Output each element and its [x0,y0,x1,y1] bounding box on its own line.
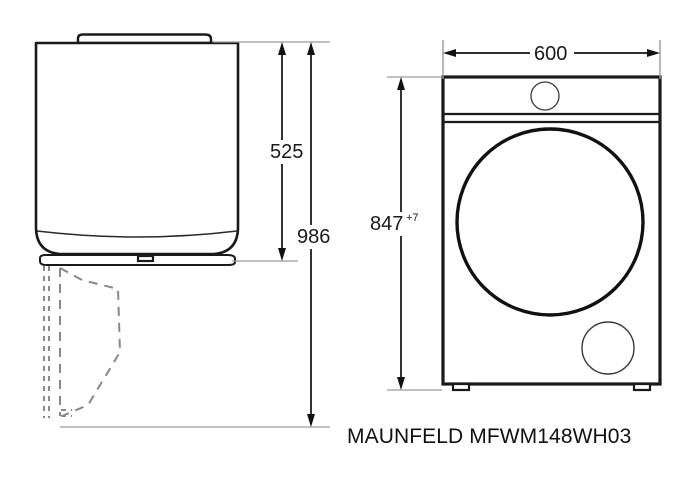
dimension-600: 600 [443,41,660,65]
side-view-skirt-seam [36,230,238,238]
control-panel-knob-icon [530,81,560,111]
front-view-dimensions: 600 847 +7 [368,40,661,391]
dimension-847-arrow-top [397,77,405,90]
drum-door-circle [455,127,645,317]
dimension-847-text-backing [368,212,424,236]
filter-access-cap-circle [581,321,635,375]
dimension-525-arrow-bottom [278,248,286,261]
dimension-847: 847 +7 [368,77,424,390]
dimension-986-text-backing [294,225,334,249]
front-view-group [441,75,662,392]
door-open-hidden-outline [59,267,122,417]
dimension-600-text-backing [530,41,574,65]
dimension-525: 525 [265,42,303,261]
side-view-lid-outline [76,33,213,45]
dimension-986-label: 986 [297,226,330,248]
dimension-847-arrow-bottom [397,377,405,390]
model-name-label: MAUNFELD MFWM148WH03 [347,425,631,448]
dimension-986-arrow-bottom [307,414,315,427]
side-view-group [34,33,240,418]
side-view-body-outline [34,41,240,256]
dimension-986: 986 [294,42,334,427]
dimension-525-label: 525 [270,141,303,163]
dimension-525-text-backing [265,140,301,164]
dimension-847-label: 847 [370,213,403,235]
dimension-600-label: 600 [534,43,567,65]
side-view-dimensions: 525 986 [60,41,334,428]
leveling-foot-left [451,382,471,392]
side-view-base-notch [136,254,155,263]
leveling-foot-right [632,382,652,392]
dimension-600-arrow-right [647,49,660,57]
dimension-986-arrow-top [307,42,315,55]
dimension-847-tolerance-label: +7 [406,212,419,224]
dimension-600-arrow-left [443,49,456,57]
dimension-525-arrow-top [278,42,286,55]
